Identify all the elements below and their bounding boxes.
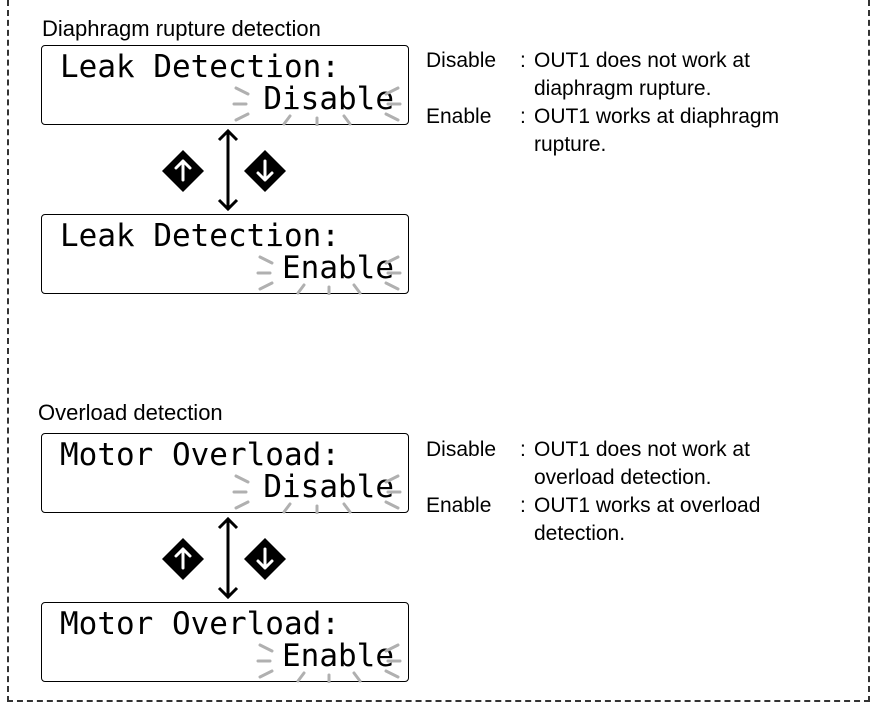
colon: : xyxy=(520,494,526,517)
description-row-enable: Enable : OUT1 works at diaphragm rupture… xyxy=(426,103,824,159)
colon: : xyxy=(520,438,526,461)
lcd-line-2: Enable xyxy=(282,250,394,286)
option-description: OUT1 does not work at diaphragm rupture. xyxy=(534,49,750,100)
up-arrow-key-icon[interactable] xyxy=(160,536,206,582)
lcd-line-2: Disable xyxy=(263,469,394,505)
down-arrow-key-icon[interactable] xyxy=(242,148,288,194)
lcd-line-1: Motor Overload: xyxy=(60,606,340,642)
section-title-diaphragm: Diaphragm rupture detection xyxy=(42,16,321,41)
double-arrow-icon xyxy=(217,128,239,212)
option-label: Disable xyxy=(426,49,497,72)
option-label: Enable xyxy=(426,105,492,128)
lcd-overload-disable: Motor Overload: Disable xyxy=(41,433,409,514)
lcd-leak-disable: Leak Detection: Disable xyxy=(41,45,409,126)
lcd-line-2: Disable xyxy=(263,81,394,117)
section-title-overload: Overload detection xyxy=(38,400,223,425)
dashed-frame xyxy=(7,0,870,702)
option-label: Disable xyxy=(426,438,497,461)
lcd-line-1: Leak Detection: xyxy=(60,49,340,85)
lcd-line-1: Motor Overload: xyxy=(60,437,340,473)
navigation-keys xyxy=(150,128,320,212)
option-description: OUT1 works at diaphragm rupture. xyxy=(534,105,780,156)
lcd-line-2: Enable xyxy=(282,638,394,674)
option-label: Enable xyxy=(426,494,492,517)
description-overload: Disable : OUT1 does not work at overload… xyxy=(426,436,824,548)
description-diaphragm: Disable : OUT1 does not work at diaphrag… xyxy=(426,47,824,159)
navigation-keys xyxy=(150,516,320,600)
description-row-enable: Enable : OUT1 works at overload detectio… xyxy=(426,492,824,548)
lcd-overload-enable: Motor Overload: Enable xyxy=(41,602,409,683)
down-arrow-key-icon[interactable] xyxy=(242,536,288,582)
description-row-disable: Disable : OUT1 does not work at overload… xyxy=(426,436,824,492)
colon: : xyxy=(520,105,526,128)
option-description: OUT1 works at overload detection. xyxy=(534,494,761,545)
double-arrow-icon xyxy=(217,516,239,600)
colon: : xyxy=(520,49,526,72)
description-row-disable: Disable : OUT1 does not work at diaphrag… xyxy=(426,47,824,103)
option-description: OUT1 does not work at overload detection… xyxy=(534,438,750,489)
lcd-line-1: Leak Detection: xyxy=(60,218,340,254)
up-arrow-key-icon[interactable] xyxy=(160,148,206,194)
lcd-leak-enable: Leak Detection: Enable xyxy=(41,214,409,295)
